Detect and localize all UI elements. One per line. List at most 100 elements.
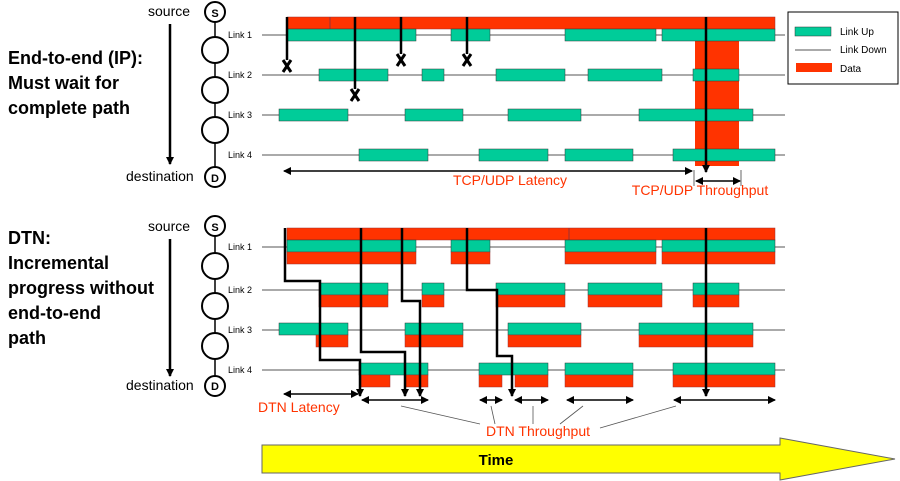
throughput-pointer-line [559, 405, 584, 425]
top-title-line-3: complete path [8, 98, 130, 118]
dtn-latency-label: DTN Latency [258, 399, 340, 415]
link-up-bar [661, 239, 776, 253]
buffered-data-bar [450, 251, 491, 265]
blocked-x-icon [349, 88, 361, 102]
link-up-bar [495, 68, 566, 82]
link-up-bar [358, 362, 429, 376]
throughput-data-column [695, 41, 739, 166]
source-node [204, 215, 226, 237]
link-up-bar [358, 148, 429, 162]
buffered-data-bar [360, 374, 391, 388]
buffered-data-bar [564, 251, 657, 265]
buffered-data-bar [315, 334, 349, 348]
top-source-label: source [148, 3, 190, 19]
source-node [204, 1, 226, 23]
link-up-bar [638, 108, 754, 122]
top-destination-node-label: D [211, 173, 219, 185]
top-title-line-2: Must wait for [8, 73, 119, 93]
legend-link-up-swatch [794, 26, 832, 37]
link-up-bar [318, 68, 389, 82]
link-up-bar [404, 322, 464, 336]
top-destination-label: destination [126, 168, 194, 184]
relay-node [201, 252, 229, 280]
link-up-bar [318, 282, 389, 296]
bottom-title-line-1: DTN: [8, 228, 51, 248]
dtn-data-path-arrow [465, 228, 516, 397]
buffered-data-bar [638, 334, 754, 348]
buffered-data-bar [318, 294, 389, 308]
bottom-title-line-2: Incremental [8, 253, 109, 273]
bottom-source-node-label: S [211, 222, 218, 234]
link-up-bar [587, 282, 663, 296]
throughput-pointer-line [599, 405, 677, 429]
link-up-bar [286, 239, 417, 253]
top-link-1-label: Link 1 [228, 30, 252, 40]
link-up-bar [672, 148, 776, 162]
bottom-destination-node-label: D [211, 381, 219, 393]
buffered-data-bar [495, 294, 566, 308]
buffered-data-bar [514, 374, 549, 388]
blocked-x-icon [395, 53, 407, 67]
buffered-data-bar [661, 251, 776, 265]
data-bar [286, 227, 776, 241]
link-up-bar [692, 282, 740, 296]
bottom-link-3-label: Link 3 [228, 325, 252, 335]
link-up-bar [450, 28, 491, 42]
buffered-data-bar [672, 374, 776, 388]
legend-link-up: Link Up [840, 27, 874, 38]
buffered-data-bar [286, 251, 417, 265]
link-up-bar [661, 28, 776, 42]
relay-node [201, 292, 229, 320]
top-link-2-label: Link 2 [228, 70, 252, 80]
relay-node [201, 76, 229, 104]
link-up-bar [564, 148, 634, 162]
link-up-bar [564, 239, 657, 253]
relay-node [201, 116, 229, 144]
bottom-destination-label: destination [126, 377, 194, 393]
destination-node [204, 375, 226, 397]
legend: Link Up Link Down Data [787, 11, 899, 85]
bottom-title-line-4: end-to-end [8, 303, 101, 323]
top-title-line-1: End-to-end (IP): [8, 48, 143, 68]
legend-data: Data [840, 64, 862, 75]
link-up-bar [478, 362, 549, 376]
dtn-throughput-label: DTN Throughput [486, 423, 590, 439]
link-up-bar [564, 28, 657, 42]
buffered-data-bar [692, 294, 740, 308]
blocked-x-icon [461, 53, 473, 67]
link-up-bar [507, 108, 582, 122]
link-up-bar [564, 362, 634, 376]
buffered-data-bar [507, 334, 582, 348]
link-up-bar [672, 362, 776, 376]
legend-data-swatch [796, 63, 832, 72]
buffered-data-bar [587, 294, 663, 308]
bottom-title-line-3: progress without [8, 278, 154, 298]
bottom-link-1-label: Link 1 [228, 242, 252, 252]
bottom-link-4-label: Link 4 [228, 365, 252, 375]
link-up-bar [450, 239, 491, 253]
legend-link-down: Link Down [840, 45, 887, 56]
buffered-data-bar [404, 374, 429, 388]
link-up-bar [404, 108, 464, 122]
buffered-data-bar [421, 294, 445, 308]
time-arrow [261, 437, 896, 481]
dtn-data-path-arrow [283, 228, 364, 397]
destination-node [204, 166, 226, 188]
link-up-bar [587, 68, 663, 82]
buffered-data-bar [478, 374, 503, 388]
link-up-bar [278, 108, 349, 122]
dtn-data-path-arrow [359, 228, 409, 397]
top-link-3-label: Link 3 [228, 110, 252, 120]
link-up-bar [421, 68, 445, 82]
link-up-bar [638, 322, 754, 336]
relay-node [201, 36, 229, 64]
blocked-x-icon [281, 59, 293, 73]
top-source-node-label: S [211, 8, 218, 20]
bottom-link-2-label: Link 2 [228, 285, 252, 295]
link-up-bar [692, 68, 740, 82]
tcp-udp-throughput-label: TCP/UDP Throughput [632, 182, 769, 198]
link-up-bar [286, 28, 417, 42]
time-label: Time [479, 452, 514, 469]
throughput-pointer-line [490, 405, 496, 425]
